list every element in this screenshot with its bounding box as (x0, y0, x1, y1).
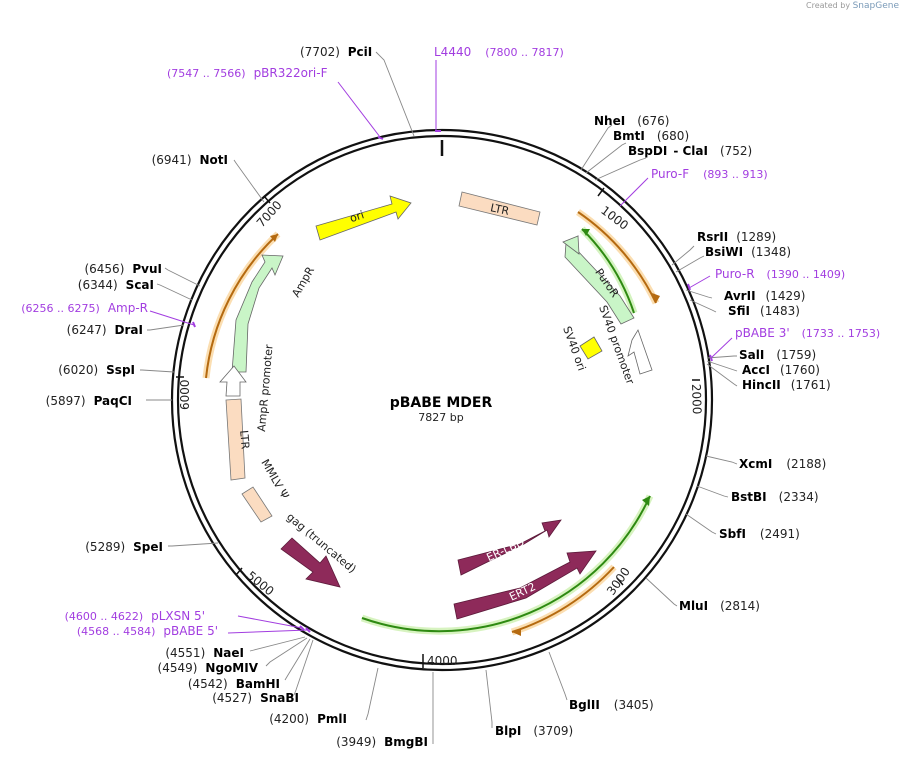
feature-ltr-left[interactable]: LTR (225, 398, 252, 481)
puro-primer-arrowhead (652, 293, 660, 303)
site-bmgbi: (3949)BmgBI (336, 735, 428, 749)
primer-pbr322ori-f: (7547 .. 7566)pBR322ori-F (167, 66, 328, 80)
feature-label: AmpR (289, 264, 317, 299)
site-spei: (5289)SpeI (85, 540, 163, 554)
feature-label: ERT2 (507, 580, 537, 603)
site-bglii: BglII(3405) (569, 698, 654, 712)
tick-label: 2000 (689, 384, 704, 415)
site-scai: (6344)ScaI (78, 278, 154, 292)
backbone-inner (176, 134, 708, 666)
tick-label: 5000 (244, 568, 277, 598)
site-paqci: (5897)PaqCI (46, 394, 132, 408)
primer-l4440: L4440(7800 .. 7817) (434, 45, 564, 59)
feature-ori[interactable]: ori (315, 195, 412, 241)
er-green-arrowhead (642, 496, 650, 506)
pbabe-primer-arc (511, 566, 615, 633)
primer-puro-r: Puro-R(1390 .. 1409) (715, 267, 845, 281)
site-pcii: (7702) PciI (300, 45, 372, 59)
feature-label: ori (348, 208, 366, 225)
pbabe-primer-arrowhead (512, 628, 521, 636)
feature-label: MMLV Ψ (258, 457, 291, 502)
site-xcmi: XcmI(2188) (739, 457, 826, 471)
site-bstbi: BstBI(2334) (731, 490, 819, 504)
site-bsiwi: BsiWI(1348) (705, 245, 791, 259)
site-noti: (6941)NotI (152, 153, 228, 167)
tick-label: 6000 (178, 379, 192, 410)
credit-prefix: Created by (806, 1, 851, 10)
site-nhei: NheI(676) (594, 114, 669, 128)
primer-leaders (149, 60, 733, 634)
site-sfii: SfiI(1483) (728, 304, 800, 318)
site-blpi: BlpI(3709) (495, 724, 573, 738)
site-bmti: BmtI(680) (613, 129, 689, 143)
site-acci: AccI(1760) (742, 363, 820, 377)
feature-ltr-top[interactable]: LTR (458, 191, 541, 226)
tick-label: 4000 (427, 654, 458, 668)
site-mlui: MluI(2814) (679, 599, 760, 613)
feature-gag-truncated[interactable]: gag (truncated) (280, 510, 359, 588)
plasmid-name: pBABE MDER (390, 395, 493, 411)
tick-2000: 2000 (689, 379, 704, 415)
amp-primer-arc (205, 233, 279, 379)
puro-green-arc (581, 228, 635, 314)
site-sali: SalI(1759) (739, 348, 816, 362)
site-bamhi: (4542)BamHI (188, 677, 280, 691)
site-hincii: HincII(1761) (742, 378, 831, 392)
puro-primer-arc (577, 211, 657, 304)
site-avrii: AvrII(1429) (724, 289, 805, 303)
feature-er-lbd[interactable]: ER-LBD (457, 519, 562, 576)
site-sspi: (6020)SspI (58, 363, 135, 377)
primer-plxsn-5: (4600 .. 4622)pLXSN 5' (65, 609, 205, 623)
site-leaders (140, 51, 738, 744)
snapgene-logo: SnapGene (852, 1, 899, 11)
site-naei: (4551)NaeI (165, 646, 244, 660)
primer-pbabe-3: pBABE 3'(1733 .. 1753) (735, 326, 880, 340)
tick-6000: 6000 (176, 376, 192, 410)
site-ngomiv: (4549)NgoMIV (158, 661, 259, 675)
site-sbfi: SbfI(2491) (719, 527, 800, 541)
feature-mmlv-psi[interactable]: MMLV Ψ (241, 457, 292, 523)
er-green-arc-glow (360, 494, 654, 635)
primer-pbabe-5: (4568 .. 4584)pBABE 5' (77, 624, 218, 638)
amp-primer-arrowhead (270, 234, 278, 242)
primer-puro-f: Puro-F(893 .. 913) (651, 167, 768, 181)
puro-green-arrowhead (582, 229, 590, 236)
feature-label: ER-LBD (485, 535, 527, 564)
feature-sv40-ori[interactable]: SV40 ori (560, 325, 603, 373)
site-pmli: (4200)PmlI (269, 712, 347, 726)
site-rsrii: RsrII(1289) (697, 230, 776, 244)
feature-label: AmpR promoter (255, 344, 276, 433)
feature-label: LTR (489, 201, 511, 218)
tick-4000: 4000 (422, 654, 458, 668)
primer-amp-r: (6256 .. 6275)Amp-R (21, 301, 148, 315)
plasmid-size: 7827 bp (418, 411, 463, 424)
site-bspdi-clai: BspDI- ClaI(752) (628, 144, 752, 158)
site-snabi: (4527)SnaBI (212, 691, 299, 705)
site-pvui: (6456)PvuI (84, 262, 162, 276)
snapgene-credit: Created by SnapGene (806, 1, 899, 11)
feature-label: LTR (237, 430, 252, 450)
site-drai: (6247)DraI (67, 323, 143, 337)
er-green-arc (361, 495, 651, 633)
